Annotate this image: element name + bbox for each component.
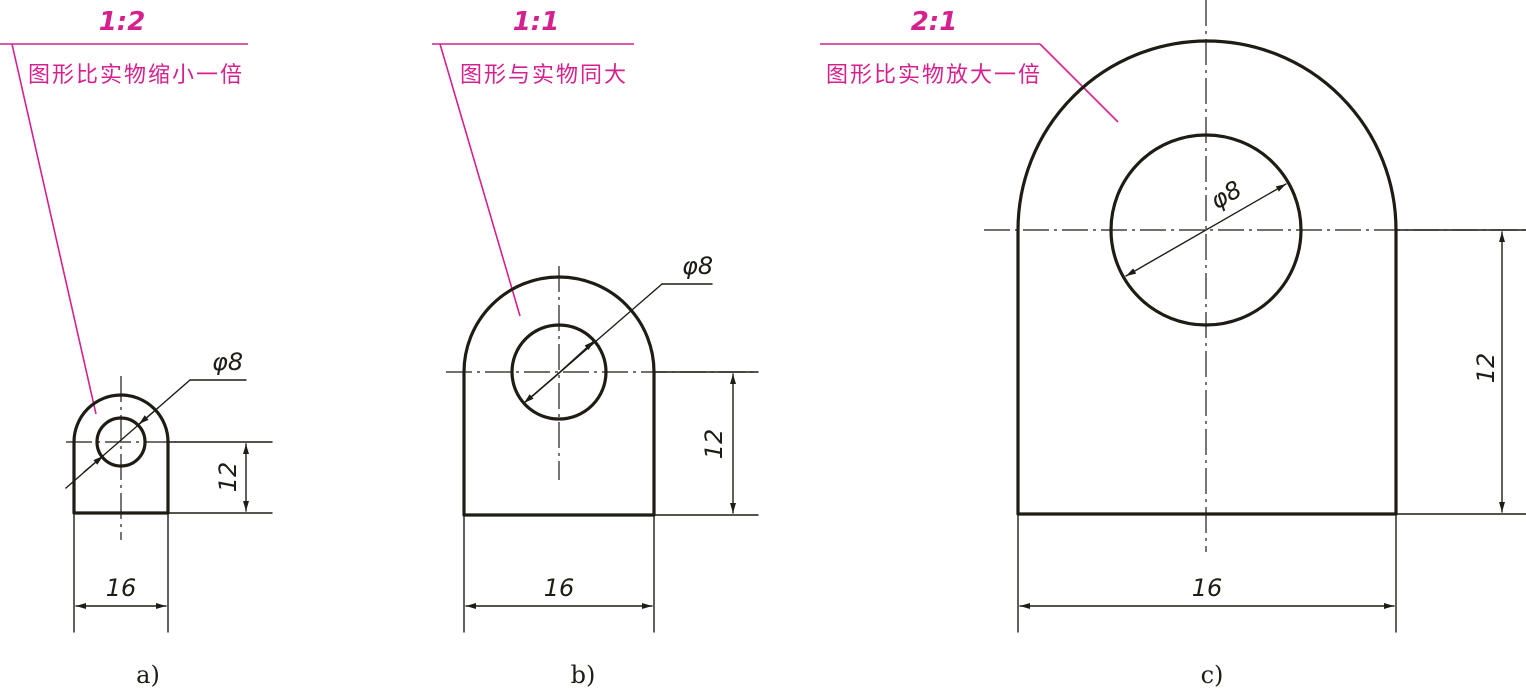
- view-a: 1:2 图形比实物缩小一倍 φ8 12 16 a): [0, 7, 273, 689]
- view-b-annotation: 1:1 图形与实物同大: [432, 7, 634, 317]
- view-a-caption: a): [136, 661, 160, 689]
- view-b-height-label: 12: [700, 429, 728, 460]
- view-a-annotation: 1:2 图形比实物缩小一倍: [0, 7, 248, 415]
- view-c-caption: c): [1201, 661, 1224, 689]
- view-c-height-label: 12: [1472, 353, 1500, 384]
- view-b-width-label: 16: [544, 574, 575, 602]
- view-a-hole: [95, 416, 147, 468]
- view-b-diameter-arrow-2: [559, 340, 595, 373]
- view-a-scale: 1:2: [99, 7, 146, 37]
- view-a-note: 图形比实物缩小一倍: [28, 63, 244, 88]
- view-c-outline: [1016, 39, 1398, 516]
- view-b-leader: [439, 43, 521, 317]
- view-c-hole: [1109, 133, 1303, 327]
- view-b: 1:1 图形与实物同大 φ8 12 16 b): [432, 7, 759, 689]
- view-a-diameter-arrow-2: [138, 407, 159, 425]
- view-b-outline: [462, 275, 656, 517]
- view-c-diameter-label: φ8: [1206, 175, 1247, 215]
- view-b-hole: [510, 323, 608, 421]
- view-c: 2:1 图形比实物放大一倍 φ8 12 16 c): [820, 0, 1526, 689]
- view-c-note: 图形比实物放大一倍: [826, 63, 1042, 88]
- view-c-annotation: 2:1 图形比实物放大一倍: [820, 7, 1119, 123]
- view-b-note: 图形与实物同大: [460, 63, 628, 88]
- view-c-leader: [1039, 43, 1119, 123]
- view-a-diameter-label: φ8: [212, 348, 243, 376]
- view-b-caption: b): [571, 661, 596, 689]
- view-b-scale: 1:1: [513, 7, 560, 37]
- view-a-width-label: 16: [106, 574, 137, 602]
- view-c-diameter-line: [1125, 183, 1287, 277]
- view-a-outline: [72, 393, 170, 515]
- view-a-leader: [11, 43, 97, 415]
- view-b-diameter-arrow-1: [523, 371, 561, 404]
- view-c-width-label: 16: [1192, 574, 1223, 602]
- view-b-diameter-label: φ8: [682, 252, 713, 280]
- view-c-scale: 2:1: [911, 7, 958, 37]
- view-a-height-label: 12: [214, 462, 242, 493]
- view-a-diameter-arrow-1: [83, 455, 104, 473]
